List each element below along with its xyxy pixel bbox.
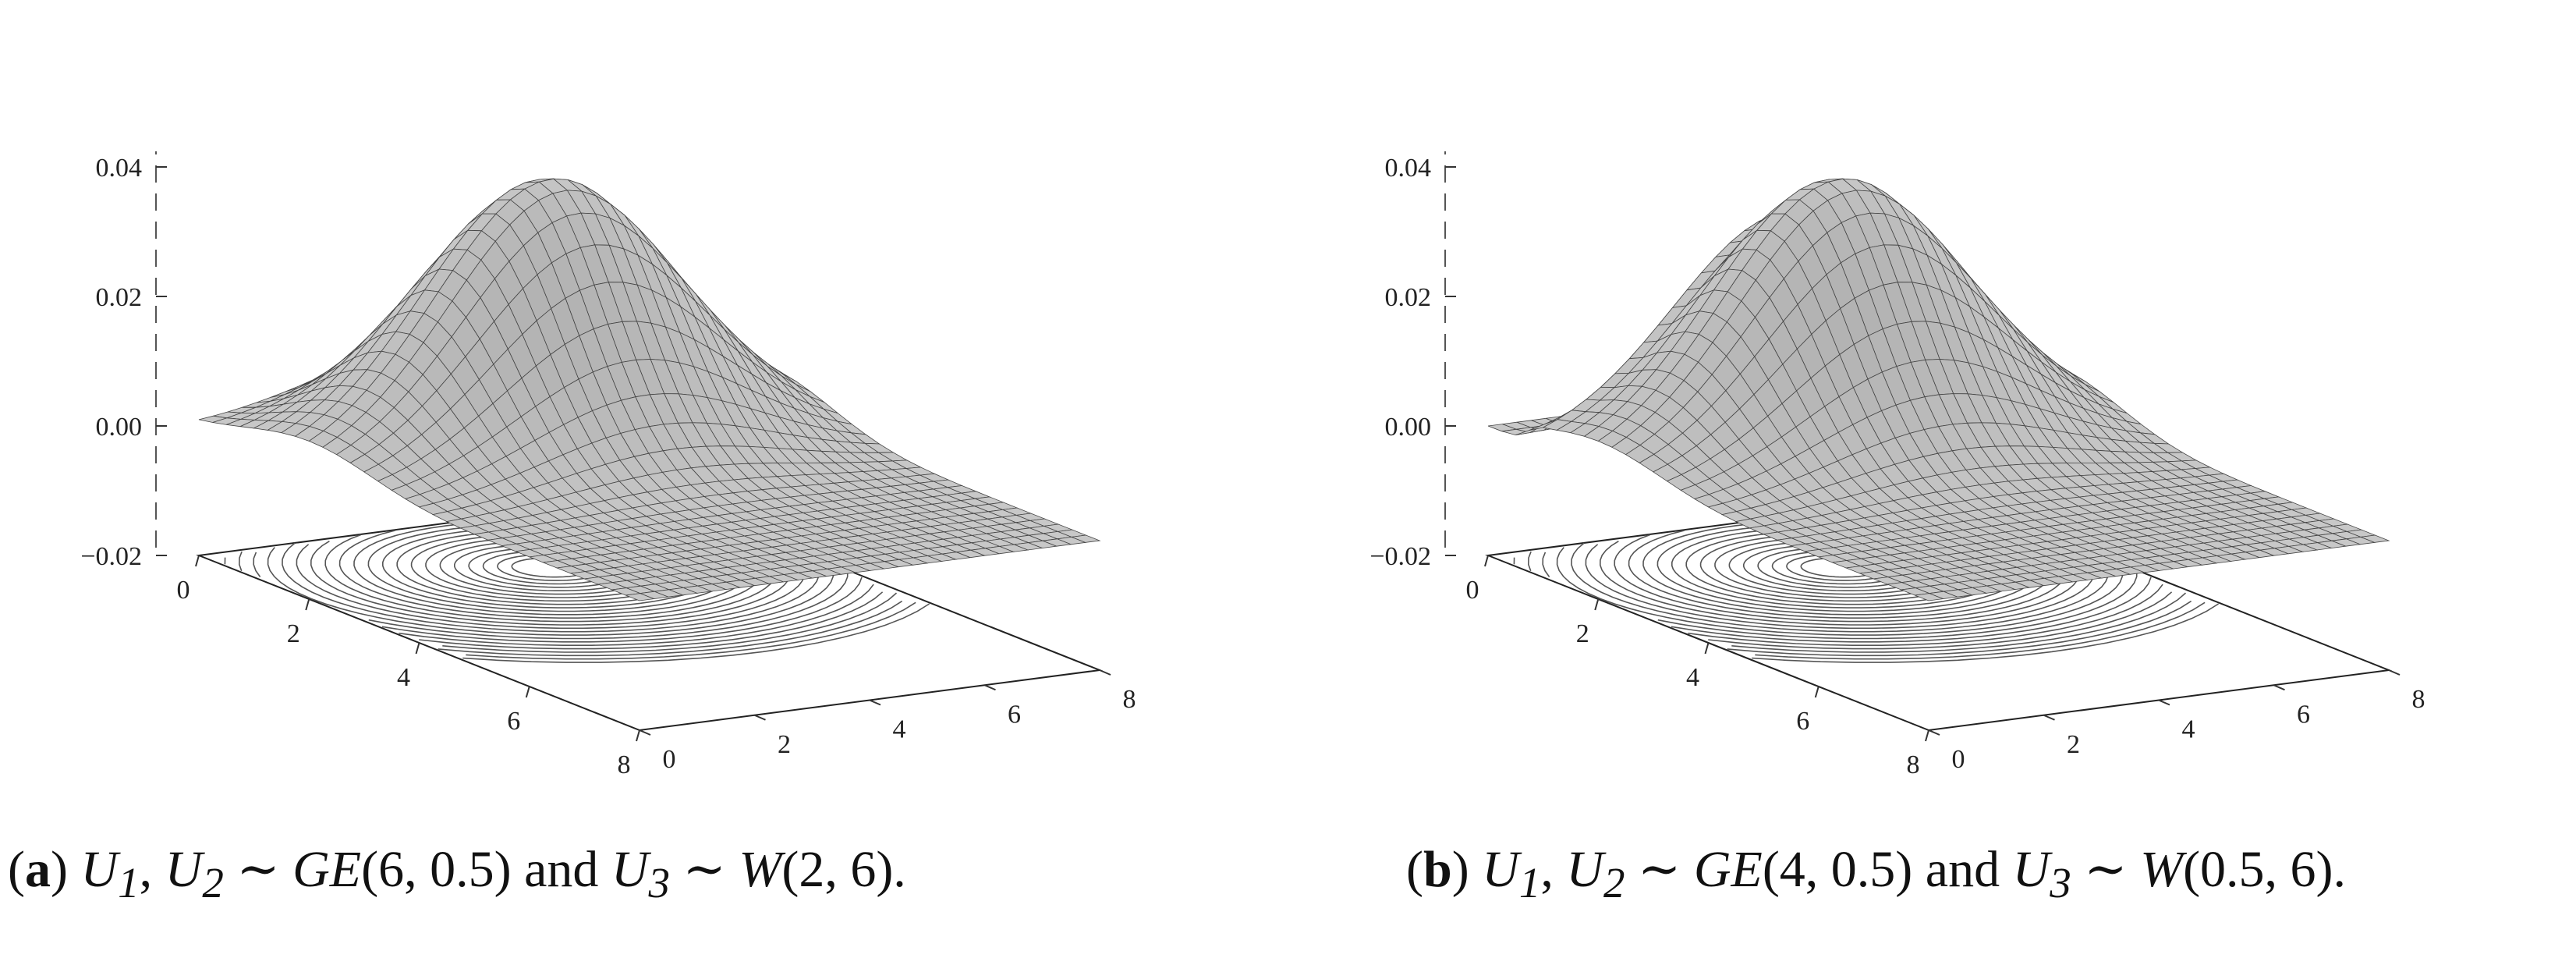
y-tick-label: 4 xyxy=(2182,715,2195,744)
x-tick-label: 2 xyxy=(287,619,300,648)
y-tick-mark xyxy=(869,699,881,706)
x-tick-mark xyxy=(1484,555,1489,567)
contour-line xyxy=(466,601,916,660)
y-tick-mark xyxy=(2388,669,2401,676)
x-tick-mark xyxy=(636,729,640,742)
y-tick-mark xyxy=(754,714,766,721)
z-tick-label: 0.04 xyxy=(96,154,143,183)
z-tick-label: 0.04 xyxy=(1385,154,1432,183)
x-tick-label: 6 xyxy=(1796,707,1809,736)
z-tick-label: −0.02 xyxy=(80,542,142,571)
surface-mesh xyxy=(198,178,1101,601)
contour-line xyxy=(1755,601,2206,660)
contour-line xyxy=(419,591,884,650)
x-tick-mark xyxy=(1704,642,1710,655)
contour-line xyxy=(224,557,874,646)
x-tick-mark xyxy=(415,642,420,655)
surface-cell xyxy=(1913,593,1944,601)
x-tick-label: 8 xyxy=(618,750,631,779)
z-tick-label: 0.02 xyxy=(96,283,143,312)
x-tick-label: 0 xyxy=(1466,576,1479,605)
contour-line xyxy=(462,603,930,663)
x-tick-label: 2 xyxy=(1576,619,1589,648)
y-tick-label: 2 xyxy=(2067,730,2080,759)
x-tick-mark xyxy=(1925,729,1929,742)
x-tick-mark xyxy=(525,686,530,698)
contour-line xyxy=(438,600,903,657)
z-tick-label: 0.00 xyxy=(96,413,143,442)
contour-line xyxy=(442,592,898,653)
y-tick-mark xyxy=(2273,684,2285,691)
x-tick-label: 0 xyxy=(177,576,190,605)
z-tick-label: −0.02 xyxy=(1369,542,1431,571)
contour-line xyxy=(1752,603,2220,663)
z-tick-label: 0.00 xyxy=(1385,413,1432,442)
y-tick-label: 8 xyxy=(2412,685,2425,714)
contour-line xyxy=(1727,600,2192,657)
contour-line xyxy=(1513,557,2163,646)
x-tick-mark xyxy=(1594,598,1600,611)
y-tick-label: 0 xyxy=(1952,745,1965,774)
y-tick-label: 0 xyxy=(663,745,676,774)
caption-b: (b) U1, U2 ∼ GE(4, 0.5) and U3 ∼ W(0.5, … xyxy=(1406,841,2347,907)
y-tick-label: 6 xyxy=(2297,700,2310,729)
chart-panel-b: 0.04 0.02 0.00 −0.02 0 2 4 6 8 0 2 4 6 8 (b) U1, U2 ∼… xyxy=(1289,0,2576,958)
x-tick-label: 8 xyxy=(1907,750,1920,779)
y-tick-label: 6 xyxy=(1008,700,1021,729)
surface-plot-a: 0.04 0.02 0.00 −0.02 0 2 4 6 8 0 2 4 6 8 xyxy=(80,151,1136,779)
contour-line xyxy=(1708,591,2173,650)
caption-a-u2: U2 xyxy=(165,841,224,907)
caption-b-u2: U2 xyxy=(1566,841,1625,907)
x-tick-label: 6 xyxy=(507,707,520,736)
surface-plot-b: 0.04 0.02 0.00 −0.02 0 2 4 6 8 0 2 4 6 8 xyxy=(1369,151,2425,779)
y-tick-mark xyxy=(984,684,996,691)
surface-cell xyxy=(624,593,655,601)
contour-line xyxy=(1731,592,2187,653)
x-tick-mark xyxy=(305,598,310,611)
caption-b-u3: U3 xyxy=(2012,841,2071,907)
y-tick-mark xyxy=(1928,729,1940,736)
y-tick-mark xyxy=(2043,714,2055,721)
surface-mesh xyxy=(1487,178,2390,601)
caption-a-u3: U3 xyxy=(611,841,671,907)
caption-a: (a) U1, U2 ∼ GE(6, 0.5) and U3 ∼ W(2, 6)… xyxy=(8,841,906,907)
x-tick-label: 4 xyxy=(397,663,410,692)
y-tick-label: 2 xyxy=(778,730,791,759)
caption-a-label: a xyxy=(24,841,51,898)
caption-a-u1: U1 xyxy=(80,841,140,907)
y-tick-label: 8 xyxy=(1123,685,1136,714)
y-tick-mark xyxy=(1099,669,1111,676)
x-tick-label: 4 xyxy=(1686,663,1699,692)
x-tick-mark xyxy=(1814,686,1819,698)
caption-b-label: b xyxy=(1423,841,1452,898)
y-tick-label: 4 xyxy=(893,715,906,744)
caption-b-u1: U1 xyxy=(1482,841,1541,907)
x-tick-mark xyxy=(195,555,200,567)
z-tick-label: 0.02 xyxy=(1385,283,1432,312)
chart-panel-a: 0.04 0.02 0.00 −0.02 0 2 4 6 8 0 2 4 6 8 (a) U1, U2 ∼… xyxy=(0,0,1287,958)
y-tick-mark xyxy=(2158,699,2170,706)
y-tick-mark xyxy=(639,729,651,736)
